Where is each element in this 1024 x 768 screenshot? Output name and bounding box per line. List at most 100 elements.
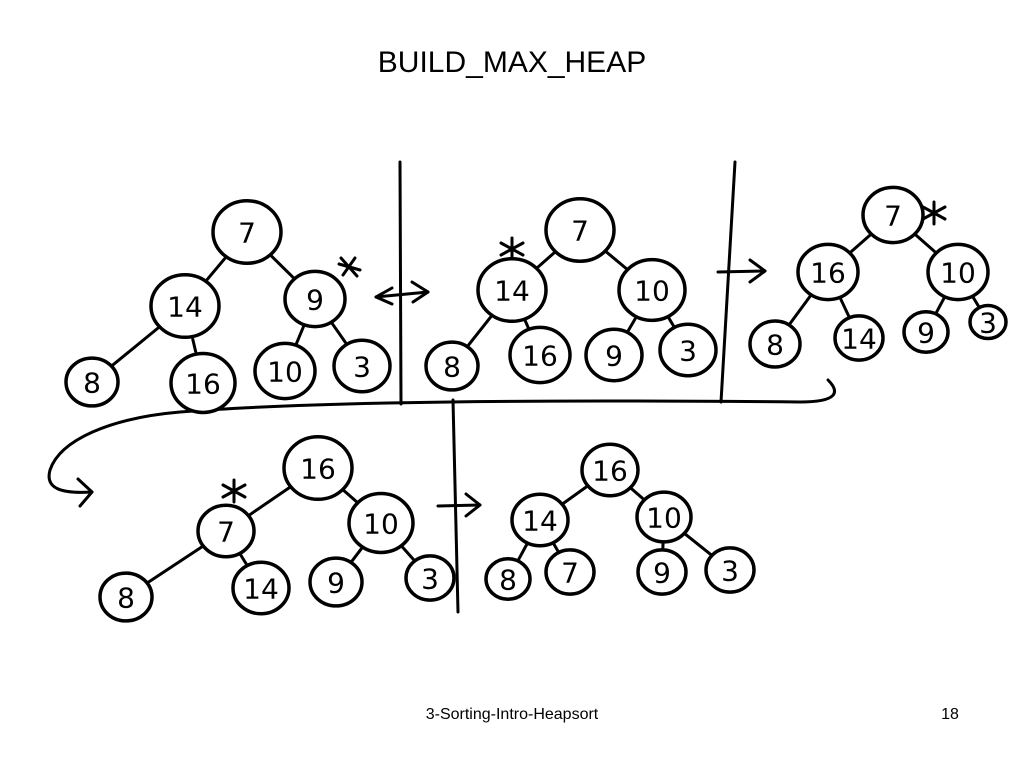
heap-node-value: 9 [306,284,324,317]
heap-node: 8 [748,319,802,369]
heap-edge [914,233,937,254]
heap-edge [849,233,872,254]
heap-edge [239,553,248,566]
heap-node-value: 9 [605,340,623,373]
heap-node-circle [282,434,354,502]
heap-edge [295,325,305,345]
heap-node: 9 [636,548,688,596]
heap-node-value: 3 [679,335,697,368]
heap-node-value: 10 [267,356,303,389]
page-number: 18 [941,706,959,723]
heap-node: 9 [308,556,364,608]
heap-node-value: 3 [979,307,997,340]
heap-node: 3 [658,322,718,378]
heap-node-circle [544,196,616,264]
heap-node-value: 16 [810,257,846,290]
heap-edge [191,337,198,354]
heap-node: 9 [283,269,347,329]
heap-node-value: 16 [185,368,221,401]
heap-node-circle [544,548,596,596]
heap-node-circle [510,492,570,548]
heap-edge [466,315,493,348]
heap-node-circle [902,310,950,354]
heap-node-value: 8 [766,329,784,362]
heap-node-circle [169,351,237,415]
heap-node-circle [424,340,480,392]
heap-node: 14 [149,272,221,340]
heap-step-1: 7 14 9 8 16 10 3 [64,198,392,415]
heap-node-circle [484,557,532,601]
heap-edge [629,486,646,501]
heap-node-circle [253,341,317,401]
marks [221,200,947,504]
heap-edge [350,546,364,563]
heap-node-circle [584,327,644,383]
heap-node-value: 8 [499,564,517,597]
footer-text: 3-Sorting-Intro-Heapsort [425,706,599,723]
heapify-mark-icon-step-2 [499,236,525,262]
heap-node: 3 [704,546,756,594]
heap-node-circle [617,257,687,323]
heap-node-circle [476,256,548,324]
heap-node-circle [926,242,990,302]
heap-edge [516,543,529,562]
heap-node-value: 7 [884,200,902,233]
heap-node-value: 10 [646,502,682,535]
heap-node-circle [833,314,885,362]
heapify-mark-icon-step-3 [921,200,947,226]
heap-node-circle [796,242,860,302]
heap-node: 8 [64,356,120,408]
heap-node: 3 [332,338,392,394]
heap-node: 3 [404,554,456,602]
heap-node-value: 9 [653,557,671,590]
heap-edge [330,322,348,345]
heap-node: 16 [508,325,572,385]
heap-edge [146,544,205,585]
heapify-mark-icon-step-4 [221,478,247,504]
heap-node: 7 [196,503,256,559]
heap-node-circle [98,571,154,623]
heap-node-value: 8 [117,582,135,615]
arrow-step-4-5 [436,492,482,518]
heap-edge [667,316,676,328]
heap-edge [523,319,530,329]
heap-node-circle [283,269,347,329]
heap-node: 14 [231,560,291,616]
heap-node-value: 7 [561,557,579,590]
heap-node-value: 7 [238,217,256,250]
heap-node-value: 3 [353,351,371,384]
heap-node-value: 9 [917,317,935,350]
heap-node-circle [308,556,364,608]
heap-node-value: 9 [327,567,345,600]
arrow-wrap-row [47,378,836,508]
heap-node: 7 [211,198,283,266]
heap-edge [934,296,946,315]
heap-edge [205,256,227,282]
heap-edge [788,294,812,326]
heap-edge [604,250,629,271]
heap-node-value: 10 [940,257,976,290]
heap-node: 9 [584,327,644,383]
heap-node: 16 [580,442,640,498]
heap-node-circle [231,560,291,616]
heap-node: 7 [544,196,616,264]
arrow-step-2-3 [716,258,767,284]
heap-node-value: 16 [300,453,336,486]
heap-node-value: 14 [494,275,530,308]
heap-node-value: 8 [443,351,461,384]
heap-node-circle [658,322,718,378]
heap-node-value: 10 [634,275,670,308]
heap-node-circle [748,319,802,369]
separator-top-1 [398,160,403,406]
heap-node-circle [211,198,283,266]
heap-edge [839,297,851,318]
heap-node-value: 7 [217,516,235,549]
heap-node: 8 [484,557,532,601]
heap-edge [247,485,292,517]
heap-node: 8 [98,571,154,623]
